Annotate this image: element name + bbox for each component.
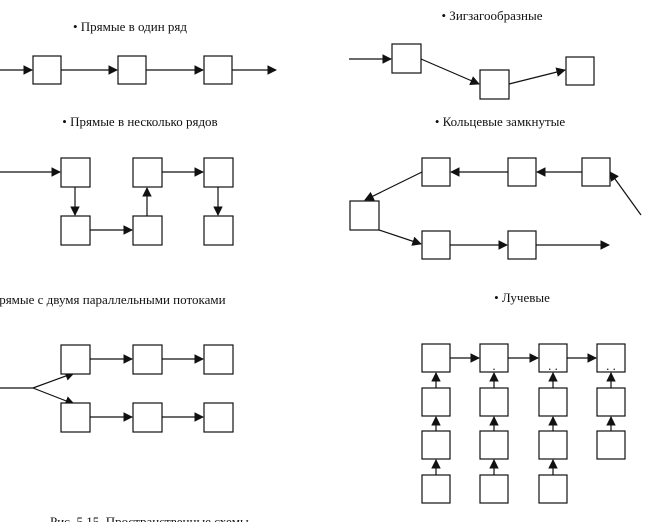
process-box <box>421 474 451 504</box>
process-box <box>132 215 163 246</box>
title-radial: • Лучевые <box>494 290 550 305</box>
process-box <box>565 56 595 86</box>
dot-marker: . . <box>548 358 558 373</box>
process-box <box>117 55 147 85</box>
process-box <box>507 230 537 260</box>
diagram-ring-closed <box>349 157 642 260</box>
process-box <box>203 215 234 246</box>
title-straight-multi-row: • Прямые в несколько рядов <box>62 114 217 129</box>
title-zigzag: • Зигзагообразные <box>442 8 543 23</box>
process-box <box>581 157 611 187</box>
title-ring-closed: • Кольцевые замкнутые <box>435 114 566 129</box>
diagram-radial: . . . . . <box>421 343 626 504</box>
process-box <box>421 387 451 417</box>
process-box <box>421 430 451 460</box>
title-straight-single-row: • Прямые в один ряд <box>73 19 187 34</box>
process-box <box>203 344 234 375</box>
process-box <box>421 230 451 260</box>
title-straight-two-flows: • Прямые с двумя параллельными потоками <box>0 292 226 307</box>
process-box <box>60 344 91 375</box>
process-box <box>132 402 163 433</box>
process-box <box>596 387 626 417</box>
process-box <box>32 55 62 85</box>
process-box <box>203 157 234 188</box>
process-box <box>507 157 537 187</box>
figure-caption: Рис. 5.15. Пространственные схемы <box>50 514 249 522</box>
process-box <box>479 69 510 100</box>
process-box <box>479 430 509 460</box>
process-box <box>538 387 568 417</box>
process-box <box>203 55 233 85</box>
process-box <box>349 200 380 231</box>
process-box <box>203 402 234 433</box>
process-box <box>60 215 91 246</box>
process-box <box>60 402 91 433</box>
process-box <box>538 343 568 373</box>
process-box <box>421 157 451 187</box>
process-box <box>479 474 509 504</box>
process-box <box>538 474 568 504</box>
process-box <box>596 430 626 460</box>
process-box <box>391 43 422 74</box>
process-box <box>132 344 163 375</box>
diagram-straight-two-flows <box>0 344 234 433</box>
dot-marker: . . <box>606 358 616 373</box>
diagram-zigzag <box>349 43 595 100</box>
process-box <box>60 157 91 188</box>
process-box <box>421 343 451 373</box>
diagram-straight-single-row <box>0 55 277 85</box>
process-box <box>479 387 509 417</box>
dot-marker: . <box>492 358 495 373</box>
process-box <box>538 430 568 460</box>
diagram-straight-multi-row <box>0 157 234 246</box>
process-box <box>596 343 626 373</box>
process-box <box>132 157 163 188</box>
